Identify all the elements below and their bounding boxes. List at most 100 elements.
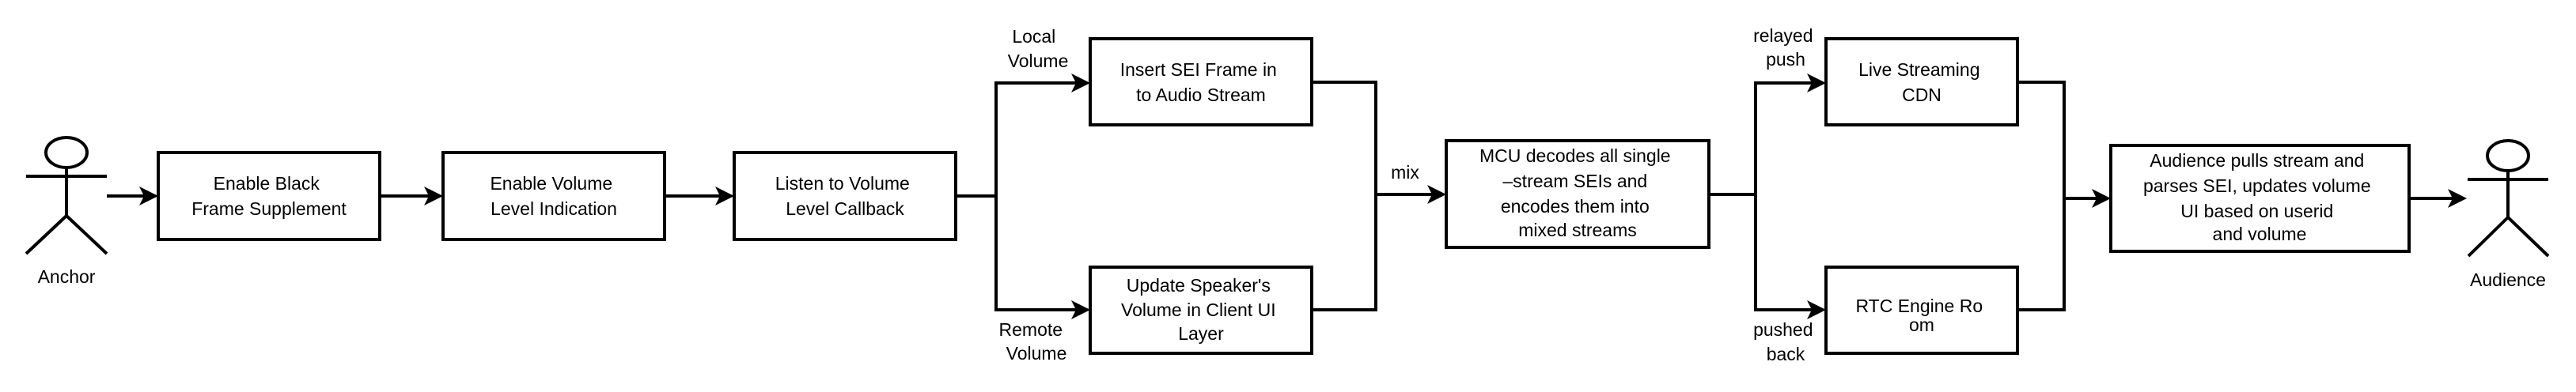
- node-box: [1824, 37, 2019, 126]
- node-label-line: Frame Supplement: [191, 198, 347, 219]
- edge-label-pushed-back: pushed back: [1753, 319, 1818, 364]
- arrowhead-icon: [139, 187, 158, 205]
- node-label-line: Audience pulls stream and: [2150, 150, 2364, 171]
- edge-insert-sei-to-mcu: [1312, 81, 1377, 194]
- edge-rtc-to-audience-parse: [2017, 189, 2111, 311]
- edge-label-line: relayed: [1753, 25, 1813, 46]
- node-box: [2109, 144, 2411, 253]
- node-label-line: Update Speaker's: [1127, 275, 1271, 296]
- edge-mcu-to-cdn: [1709, 74, 1826, 196]
- arrowhead-icon: [1071, 74, 1090, 92]
- node-enable-volume-indication: Enable Volume Level Indication: [441, 151, 666, 241]
- edge-label-line: push: [1766, 49, 1805, 70]
- arrowhead-icon: [1427, 185, 1446, 204]
- node-box: [1089, 266, 1313, 355]
- node-label: Listen to Volume Level Callback: [775, 173, 915, 219]
- node-label-line: Insert SEI Frame in: [1120, 59, 1277, 80]
- edge-label-relayed-push: relayed push: [1753, 25, 1818, 70]
- edge-line: [1312, 81, 1377, 194]
- edge-audience-parse-to-audience: [2409, 189, 2467, 208]
- edge-line: [994, 196, 1079, 311]
- node-box: [733, 151, 957, 241]
- actor-label-anchor: Anchor: [38, 266, 96, 287]
- actor-head: [2486, 139, 2530, 172]
- arrowhead-icon: [2092, 189, 2111, 208]
- arrowhead-icon: [715, 187, 734, 205]
- node-label: Enable Black Frame Supplement: [191, 173, 347, 219]
- edge-line: [1312, 193, 1435, 311]
- node-label-line: Enable Black: [214, 173, 320, 194]
- node-label: Audience pulls stream and parses SEI, up…: [2143, 150, 2376, 244]
- edge-line: [2017, 197, 2100, 311]
- edge-line: [1754, 194, 1815, 311]
- node-label-line: CDN: [1902, 85, 1941, 105]
- node-label-line: Listen to Volume: [775, 173, 910, 194]
- node-audience-parse: Audience pulls stream and parses SEI, up…: [2109, 144, 2411, 253]
- edge-label-local-volume: Local Volume: [1008, 26, 1069, 71]
- node-box: [1824, 266, 2019, 355]
- arrowhead-icon: [1071, 300, 1090, 319]
- edge-line: [1709, 81, 1815, 196]
- node-label-line: RTC Engine Ro: [1855, 296, 1983, 316]
- edge-label-line: Remote: [999, 319, 1063, 340]
- edge-black-frame-to-volume-indication: [380, 187, 443, 205]
- node-listen-volume-callback: Listen to Volume Level Callback: [733, 151, 957, 241]
- edge-mcu-to-rtc: [1754, 194, 1826, 319]
- edge-label-line: back: [1767, 344, 1805, 364]
- arrowhead-icon: [2448, 189, 2467, 208]
- actor-label-audience: Audience: [2470, 270, 2546, 290]
- arrowhead-icon: [1807, 300, 1826, 319]
- node-label-line: Layer: [1178, 323, 1224, 344]
- edge-anchor-to-black-frame: [107, 187, 158, 205]
- edge-update-speaker-to-mcu: [1312, 185, 1446, 311]
- node-label: Insert SEI Frame in to Audio Stream: [1120, 59, 1282, 105]
- node-label-line: Level Callback: [786, 198, 904, 219]
- node-label-line: Enable Volume: [490, 173, 612, 194]
- node-label: Update Speaker's Volume in Client UI Lay…: [1121, 275, 1281, 344]
- edge-label-mix: mix: [1391, 162, 1419, 183]
- node-label: Live Streaming CDN: [1858, 59, 1985, 105]
- node-label-line: to Audio Stream: [1136, 85, 1266, 105]
- edge-callback-to-insert-sei: [956, 74, 1090, 198]
- node-label-line: UI based on userid: [2180, 201, 2333, 221]
- edge-callback-to-update-speaker: [994, 196, 1090, 319]
- node-label-line: Live Streaming: [1858, 59, 1979, 80]
- node-enable-black-frame: Enable Black Frame Supplement: [157, 151, 381, 241]
- node-label-line: parses SEI, updates volume: [2143, 175, 2371, 196]
- actor-leg-right: [2506, 216, 2550, 258]
- edge-volume-indication-to-callback: [665, 187, 734, 205]
- node-insert-sei-frame: Insert SEI Frame in to Audio Stream: [1089, 37, 1313, 126]
- node-box: [157, 151, 381, 241]
- node-box: [441, 151, 666, 241]
- arrowhead-icon: [1807, 74, 1826, 92]
- edge-cdn-to-audience-parse: [2017, 81, 2066, 198]
- node-update-speaker-volume: Update Speaker's Volume in Client UI Lay…: [1089, 266, 1313, 355]
- node-label-line: encodes them into: [1501, 196, 1650, 217]
- node-label: RTC Engine Ro om: [1855, 296, 1987, 335]
- node-label-line: mixed streams: [1518, 220, 1637, 240]
- node-label-line: om: [1909, 315, 1934, 335]
- node-label: MCU decodes all single –stream SEIs and …: [1479, 145, 1676, 240]
- node-box: [1089, 37, 1313, 126]
- edge-label-line: mix: [1391, 162, 1419, 183]
- actor-leg-right: [65, 214, 108, 255]
- node-label-line: and volume: [2213, 224, 2307, 244]
- node-rtc-engine-room: RTC Engine Ro om: [1824, 266, 2019, 355]
- node-label-line: MCU decodes all single: [1479, 145, 1671, 166]
- actor-audience: Audience: [2467, 139, 2550, 290]
- edge-label-line: Volume: [1008, 51, 1069, 71]
- actor-leg-left: [2467, 216, 2510, 258]
- node-label-line: –stream SEIs and: [1502, 171, 1647, 191]
- edge-line: [956, 81, 1079, 198]
- actor-leg-left: [25, 214, 68, 255]
- node-label-line: Level Indication: [491, 198, 617, 219]
- node-mcu-decode: MCU decodes all single –stream SEIs and …: [1445, 139, 1710, 249]
- edge-label-remote-volume: Remote Volume: [999, 319, 1068, 364]
- edge-label-line: pushed: [1753, 319, 1813, 340]
- edge-line: [2017, 81, 2066, 198]
- arrowhead-icon: [424, 187, 443, 205]
- actor-anchor: Anchor: [25, 136, 108, 287]
- node-live-streaming-cdn: Live Streaming CDN: [1824, 37, 2019, 126]
- edge-label-line: Volume: [1006, 343, 1067, 364]
